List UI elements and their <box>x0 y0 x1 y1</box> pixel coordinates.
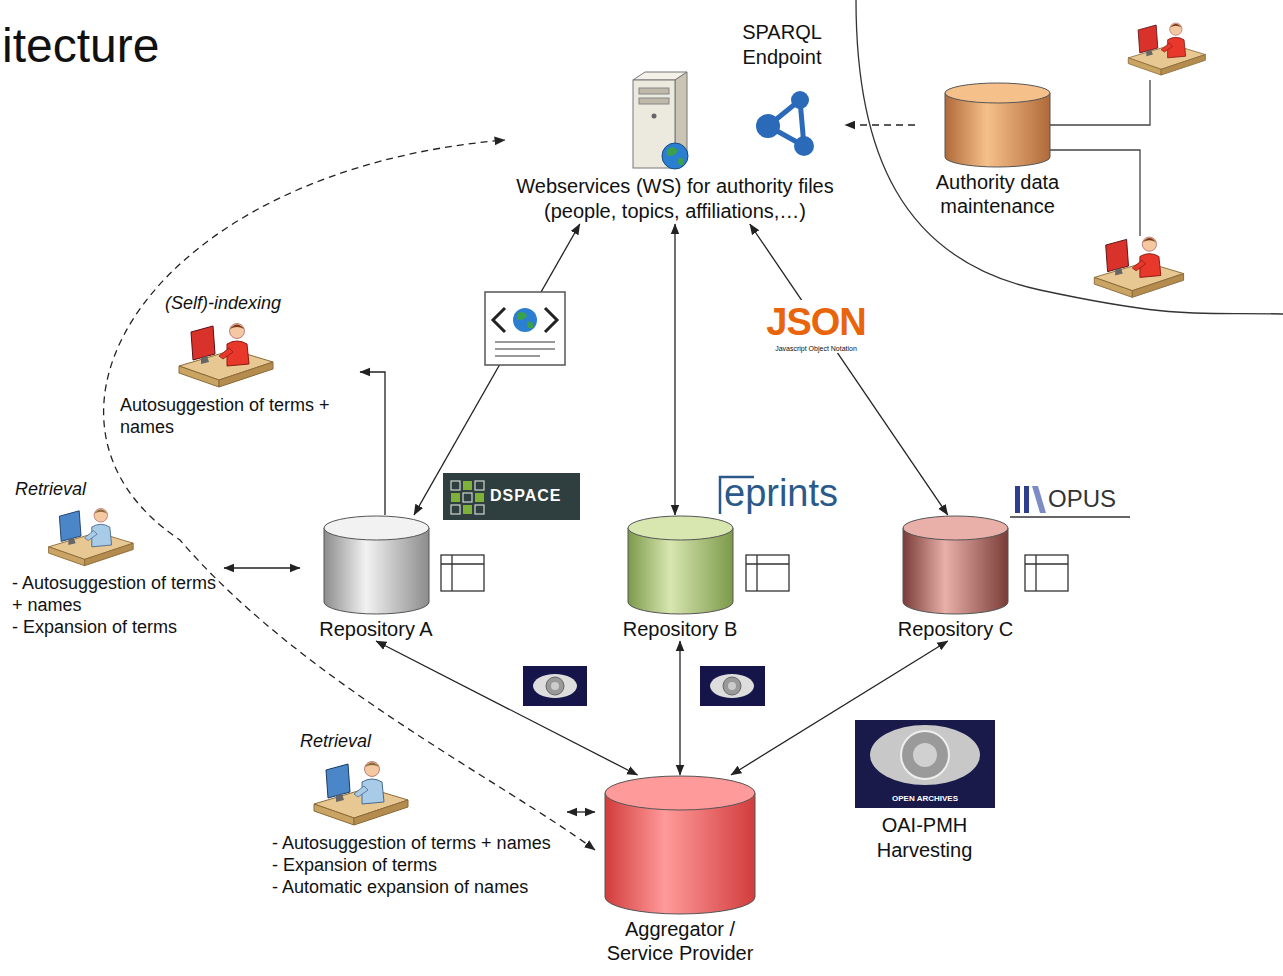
authority-database: Authority data maintenance <box>915 82 1080 218</box>
cylinder-shape <box>323 515 430 615</box>
repository-database: Repository A <box>300 515 452 641</box>
eprints-logo-text: eprints <box>724 470 854 516</box>
oai-icon <box>523 666 765 706</box>
role-heading: (Self)-indexing <box>165 292 360 314</box>
cylinder-shape <box>944 82 1051 168</box>
connector-arrow <box>360 372 385 515</box>
admin-wires <box>1050 80 1150 236</box>
title-text: itecture <box>2 18 159 74</box>
oai-logo-text: OPEN ARCHIVES <box>855 794 995 804</box>
node-text: Repository B <box>600 617 760 641</box>
indexing-workstation: (Self)-indexingAutosuggestion of terms +… <box>120 292 360 438</box>
cylinder-shape <box>902 515 1009 615</box>
repository-database: Repository C <box>878 515 1033 641</box>
connector-arrow <box>224 567 300 568</box>
admin-workstation <box>1128 23 1205 75</box>
dashed-connector <box>845 124 915 125</box>
domain-boundary-arc <box>856 0 1283 314</box>
node-text: Webservices (WS) for authority files (pe… <box>505 174 845 224</box>
sparql-icon <box>756 91 814 156</box>
workstation-icon <box>40 500 140 572</box>
opus-logo-text: OPUS <box>1048 484 1133 514</box>
connector-arrow <box>376 641 638 775</box>
webservice-node: Webservices (WS) for authority files (pe… <box>505 62 845 224</box>
retrieval-workstation: Retrieval - Autosuggestion of terms + nam… <box>12 478 224 638</box>
cylinder-shape <box>604 775 756 915</box>
server-icon <box>623 68 699 172</box>
node-text: - Autosuggestion of terms + names <box>12 572 224 616</box>
node-text: Autosuggestion of terms + names <box>120 394 360 438</box>
json-logo-text: JSON <box>765 300 867 344</box>
node-text: Repository C <box>878 617 1033 641</box>
connector-arrow <box>567 811 595 812</box>
repository-database: Repository B <box>600 515 760 641</box>
json-logo-subtitle: Javascript Object Notation <box>765 344 867 353</box>
aggregator-database: Aggregator / Service Provider <box>595 775 765 965</box>
node-text: Authority data maintenance <box>915 170 1080 218</box>
workstation-icon <box>175 314 275 394</box>
role-heading: Retrieval <box>15 478 224 500</box>
connector-arrow <box>414 224 580 515</box>
dspace-logo <box>443 473 580 520</box>
xml-document-icon <box>485 292 565 365</box>
open-archives-logo <box>855 720 995 808</box>
node-text: - Autosuggestion of terms + names <box>272 832 567 854</box>
cylinder-shape <box>627 515 734 615</box>
node-text: - Expansion of terms <box>12 616 224 638</box>
protocol-label: OAI-PMH Harvesting <box>862 813 987 863</box>
node-text: Repository A <box>300 617 452 641</box>
node-text: - Automatic expansion of names <box>272 876 567 898</box>
connector-arrow <box>674 224 675 515</box>
node-text: Aggregator / Service Provider <box>595 917 765 965</box>
dspace-logo-text: DSPACE <box>490 486 578 506</box>
workstation-icon <box>310 752 410 832</box>
node-text: - Expansion of terms <box>272 854 567 876</box>
retrieval-workstation: Retrieval - Autosuggestion of terms + nam… <box>272 730 567 898</box>
connector-arrow <box>679 641 680 775</box>
connector-arrow <box>731 641 948 775</box>
dashed-connector <box>104 140 595 850</box>
connector-arrow <box>750 224 948 515</box>
admin-workstation <box>1094 237 1183 297</box>
role-heading: Retrieval <box>300 730 567 752</box>
endpoint-label: SPARQL Endpoint <box>722 20 842 70</box>
